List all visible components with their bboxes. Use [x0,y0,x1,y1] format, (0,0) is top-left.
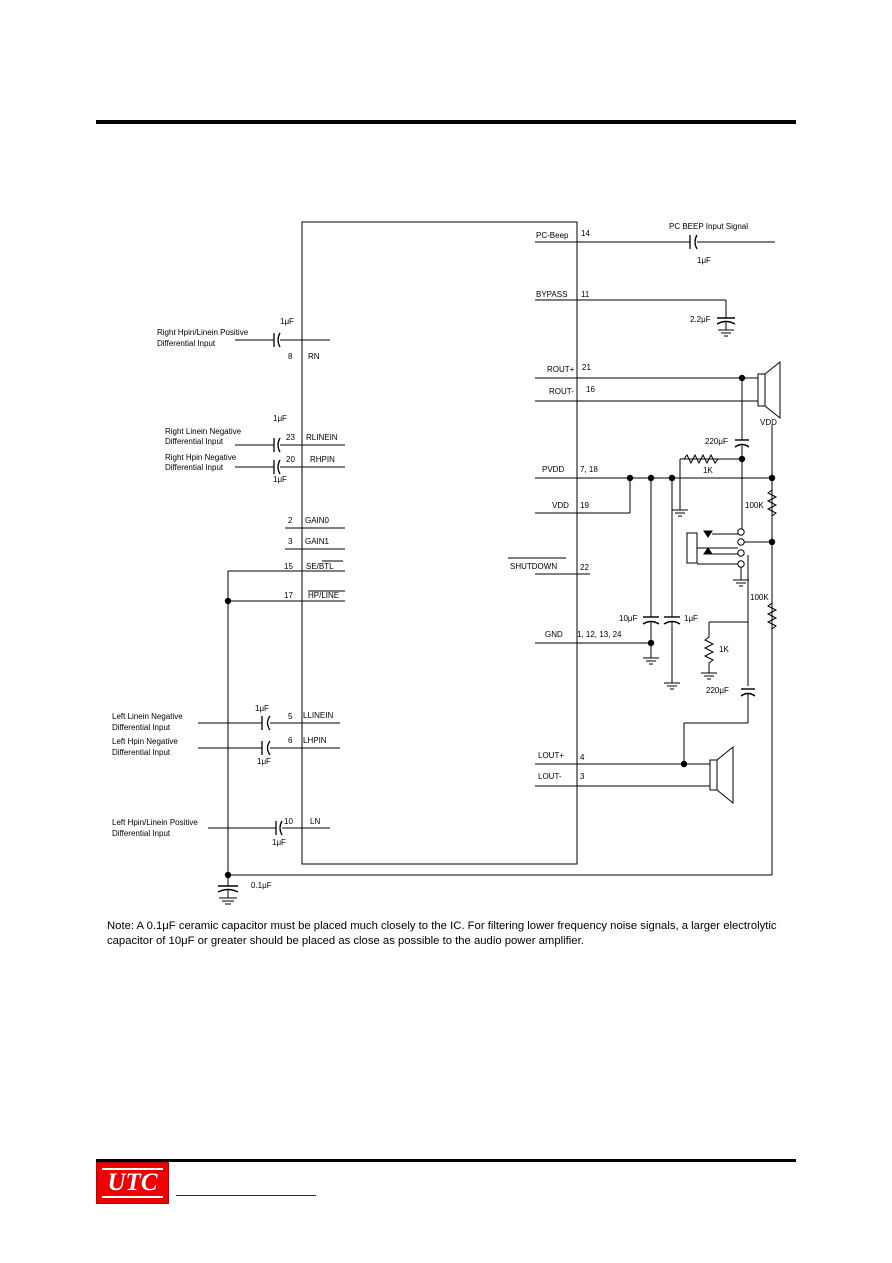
pin-name: ROUT+ [547,365,575,374]
pin-name: GAIN1 [305,537,330,546]
pin-name: VDD [552,501,569,510]
bypass-capacitor [716,300,736,337]
pin-name: GAIN0 [305,516,330,525]
pin-name: PVDD [542,465,564,474]
pin-name: LLINEIN [303,711,333,720]
rlinein-input-label-1: Right Linein Negative [165,427,242,436]
cap-01uf-value: 0.1μF [251,881,272,890]
rout-network [672,378,750,530]
pc-beep-cap-value: 1μF [697,256,711,265]
top-rule [96,120,796,124]
right-speaker [757,360,781,420]
note-text: Note: A 0.1μF ceramic capacitor must be … [107,920,777,947]
junction-dots [224,374,776,879]
pin-num: 19 [580,501,589,510]
pin-num: 17 [284,591,293,600]
pin-num: 8 [288,352,293,361]
cap-value: 1μF [273,414,287,423]
pin-name: PC-Beep [536,231,569,240]
application-circuit-diagram: Right Hpin/Linein Positive Differential … [112,221,781,905]
cap-value: 1μF [257,757,271,766]
llinein-input-label-1: Left Linein Negative [112,712,183,721]
cap-value: 1μF [255,704,269,713]
left-bus [217,425,773,905]
logo-text: UTC [107,1169,158,1196]
lout-resistor [701,621,748,680]
pin-num: 5 [288,712,293,721]
bypass-cap-value: 2.2μF [690,315,711,324]
cap-value: 1μF [280,317,294,326]
pc-beep-capacitor [689,234,775,250]
pin-num: 4 [580,753,585,762]
supply-capacitors [629,478,681,690]
pin-num: 2 [288,516,293,525]
ln-input-label-2: Differential Input [112,829,171,838]
pin-name: BYPASS [536,290,567,299]
pin-name: LHPIN [303,736,327,745]
pin-num: 14 [581,229,590,238]
left-input-wires [198,339,276,829]
pin-num: 22 [580,563,589,572]
ic-left-pin-lines [228,339,345,829]
pin-num: 15 [284,562,293,571]
pin-name: RHPIN [310,455,335,464]
pin-num: 20 [286,455,295,464]
r-100k-value: 100K [750,593,769,602]
cap-1uf-value: 1μF [684,614,698,623]
utc-logo: UTC [96,1162,169,1204]
pin-name: RN [308,352,320,361]
left-speaker [622,745,734,805]
rn-input-label-1: Right Hpin/Linein Positive [157,328,249,337]
lhpin-input-label-2: Differential Input [112,748,171,757]
headphone-jack [686,528,772,686]
pin-name: LOUT+ [538,751,564,760]
pin-num: 6 [288,736,293,745]
cap-value: 1μF [273,475,287,484]
rn-input-label-2: Differential Input [157,339,216,348]
pc-beep-signal-label: PC BEEP Input Signal [669,222,748,231]
bottom-rule [96,1159,796,1162]
pin-num: 23 [286,433,295,442]
cap-220uf-value: 220μF [705,437,728,446]
cap-value: 1μF [272,838,286,847]
ic-right-pin-lines [535,241,772,787]
rhpin-input-label-2: Differential Input [165,463,224,472]
llinein-input-label-2: Differential Input [112,723,171,732]
lout-capacitor [683,688,756,764]
schematic-labels: Right Hpin/Linein Positive Differential … [112,222,777,890]
rlinein-input-label-2: Differential Input [165,437,224,446]
pin-name: HP/LINE [308,591,339,600]
vdd-label: VDD [760,418,777,427]
input-capacitors [261,332,283,836]
pin-num: 7, 18 [580,465,598,474]
r-1k-value: 1K [703,466,713,475]
pin-name: SHUTDOWN [510,562,557,571]
pin-num: 11 [581,290,590,299]
pin-num: 10 [284,817,293,826]
r-100k-value: 100K [745,501,764,510]
rhpin-input-label-1: Right Hpin Negative [165,453,237,462]
pin-num: 16 [586,385,595,394]
pin-num: 3 [580,772,585,781]
pin-name: GND [545,630,563,639]
website-link-underline[interactable] [176,1195,316,1196]
lhpin-input-label-1: Left Hpin Negative [112,737,178,746]
pull-resistors [766,478,778,875]
pin-num: 3 [288,537,293,546]
r-1k-value: 1K [719,645,729,654]
pin-num: 1, 12, 13, 24 [577,630,622,639]
pin-name: RLINEIN [306,433,338,442]
pin-name: SE/BTL [306,562,334,571]
pin-name: ROUT- [549,387,574,396]
cap-10uf-value: 10μF [619,614,638,623]
pin-num: 21 [582,363,591,372]
cap-220uf-value: 220μF [706,686,729,695]
pin-name: LOUT- [538,772,562,781]
ic-body [301,221,578,865]
pin-name: LN [310,817,320,826]
ln-input-label-1: Left Hpin/Linein Positive [112,818,198,827]
